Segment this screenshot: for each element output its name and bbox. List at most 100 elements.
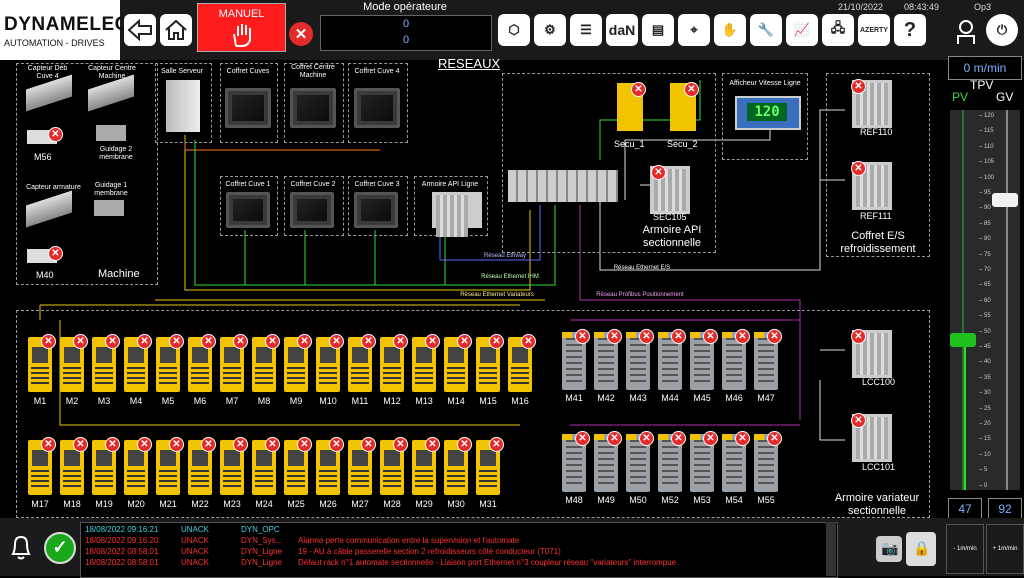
drive-m11[interactable]: [348, 337, 372, 392]
drive-m55[interactable]: [754, 434, 778, 492]
toolbar-btn-maintenance[interactable]: 🔧: [750, 14, 782, 46]
drive-m42[interactable]: [594, 332, 618, 390]
close-mode-button[interactable]: ✕: [289, 22, 313, 46]
pv-slider-handle[interactable]: [950, 333, 976, 347]
drive-label: M48: [565, 495, 583, 505]
drive-fault-icon: ✕: [201, 334, 216, 349]
drive-m8[interactable]: [252, 337, 276, 392]
server-image: [166, 80, 200, 132]
drive-m53[interactable]: [690, 434, 714, 492]
drive-m45[interactable]: [690, 332, 714, 390]
toolbar-btn-rollers[interactable]: ⚙: [534, 14, 566, 46]
drive-m41[interactable]: [562, 332, 586, 390]
lock-button[interactable]: 🔒: [906, 532, 936, 566]
net-ethway-label: Réseau Ethway: [483, 253, 527, 259]
document-icon: ▤: [651, 22, 665, 37]
alarm-bell-button[interactable]: [8, 532, 34, 562]
scale-tick: – 100: [979, 174, 995, 181]
sec105-label: SEC105: [653, 212, 687, 222]
drive-m4[interactable]: [124, 337, 148, 392]
afficheur-display: 120: [735, 96, 801, 130]
toolbar-btn-network[interactable]: 🖧: [822, 14, 854, 46]
toolbar-btn-dan[interactable]: daN: [606, 14, 638, 46]
drive-label: M19: [95, 499, 113, 509]
user-button[interactable]: [953, 18, 979, 46]
drive-m14[interactable]: [444, 337, 468, 392]
alarm-scrollbar[interactable]: [826, 522, 836, 576]
server-zone: [155, 63, 212, 143]
drive-fault-icon: ✕: [169, 334, 184, 349]
drive-label: M20: [127, 499, 145, 509]
toolbar-btn-trend[interactable]: 📈: [786, 14, 818, 46]
drive-fault-icon: ✕: [671, 431, 686, 446]
camera-button[interactable]: 📷: [876, 536, 902, 562]
drive-fault-icon: ✕: [575, 329, 590, 344]
acknowledge-button[interactable]: ✓: [44, 532, 76, 564]
network-icon: 🖧: [830, 20, 846, 35]
drive-label: M2: [65, 396, 79, 406]
drive-m10[interactable]: [316, 337, 340, 392]
alarm-cell: 18/08/2022 08:58:01: [85, 558, 159, 567]
drive-fault-icon: ✕: [521, 334, 536, 349]
machine-zone: [16, 63, 158, 285]
toolbar-btn-document[interactable]: ▤: [642, 14, 674, 46]
mode-title: Mode opérateure: [363, 1, 447, 13]
drive-fault-icon: ✕: [105, 334, 120, 349]
coffret-cuve1-panel: [226, 192, 270, 228]
drive-m46[interactable]: [722, 332, 746, 390]
drive-m17[interactable]: [28, 440, 52, 495]
coffret-centre-label: Coffret Centre Machine: [291, 64, 335, 79]
armoire-api-sectionnelle-zone: [502, 73, 716, 253]
toolbar-btn-keyboard[interactable]: AZERTY: [858, 14, 890, 46]
drive-fault-icon: ✕: [639, 329, 654, 344]
back-button[interactable]: [124, 14, 156, 46]
drive-m50[interactable]: [626, 434, 650, 492]
drive-m54[interactable]: [722, 434, 746, 492]
drive-label: M43: [629, 393, 647, 403]
power-button[interactable]: ⏻: [986, 14, 1018, 46]
alarm-cell: DYN_Sys...: [241, 536, 283, 545]
map-pin-icon: ⌖: [690, 22, 698, 37]
drive-label: M12: [383, 396, 401, 406]
drive-m47[interactable]: [754, 332, 778, 390]
drive-m3[interactable]: [92, 337, 116, 392]
drive-m2[interactable]: [60, 337, 84, 392]
drive-label: M28: [383, 499, 401, 509]
scale-tick: – 90: [979, 205, 991, 212]
time: 08:43:49: [904, 2, 940, 12]
drive-fault-icon: ✕: [137, 437, 152, 452]
toolbar-btn-list[interactable]: ☰: [570, 14, 602, 46]
drive-label: M6: [193, 396, 207, 406]
scale-tick: – 105: [979, 159, 995, 166]
m40-label: M40: [36, 270, 54, 280]
coffret-cuve4-zone: [348, 63, 408, 143]
speed-plus-button[interactable]: + 1m/min: [986, 524, 1024, 574]
toolbar-btn-help[interactable]: ?: [894, 14, 926, 46]
drive-fault-icon: ✕: [329, 334, 344, 349]
drive-fault-icon: ✕: [41, 334, 56, 349]
drive-label: M52: [661, 495, 679, 505]
drive-m21[interactable]: [156, 440, 180, 495]
coffret-cuve3-label: Coffret Cuve 3: [354, 181, 400, 188]
drive-m27[interactable]: [348, 440, 372, 495]
drive-label: M7: [225, 396, 239, 406]
toolbar-btn-map[interactable]: ⌖: [678, 14, 710, 46]
drive-label: M5: [161, 396, 175, 406]
drive-m28[interactable]: [380, 440, 404, 495]
keyboard-label: AZERTY: [860, 26, 888, 34]
toolbar-btn-hand[interactable]: ✋: [714, 14, 746, 46]
toolbar-btn-process[interactable]: ⬡: [498, 14, 530, 46]
manual-mode-button[interactable]: MANUEL: [197, 3, 286, 52]
gv-slider-handle[interactable]: [992, 193, 1018, 207]
speed-minus-button[interactable]: - 1m/min: [946, 524, 984, 574]
drive-m22[interactable]: [188, 440, 212, 495]
ref110-fault-icon: ✕: [851, 79, 866, 94]
home-button[interactable]: [160, 14, 192, 46]
help-icon: ?: [903, 18, 917, 41]
scale-tick: – 50: [979, 328, 991, 335]
